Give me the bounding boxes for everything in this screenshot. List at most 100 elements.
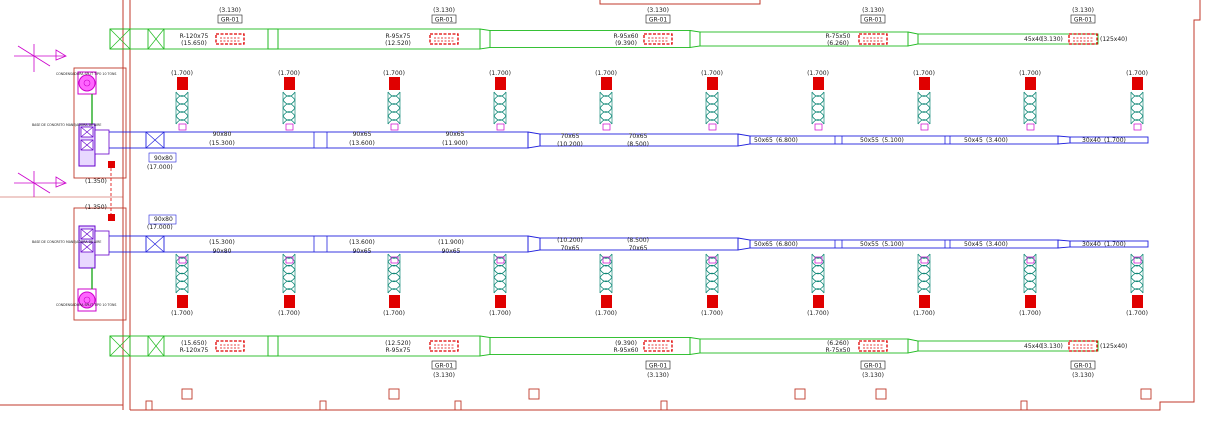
diffuser-flow-label: (1.700) — [807, 310, 829, 317]
return-grille — [1068, 33, 1098, 45]
flex-duct-coil — [917, 284, 931, 294]
flex-duct-coil — [175, 284, 189, 294]
riser-flow-label: (17.000) — [147, 164, 173, 171]
columns — [145, 388, 1152, 411]
flex-duct-coil — [493, 284, 507, 294]
duct-size-label: 50x65 — [754, 137, 773, 144]
flex-duct-coil — [705, 99, 719, 109]
return-plenum — [147, 28, 165, 50]
supply-diffuser — [707, 77, 718, 90]
duct-size-label: R-95x60 — [614, 33, 639, 40]
diffuser-flow-label: (1.700) — [383, 70, 405, 77]
diffuser-flow-label: (1.700) — [1019, 70, 1041, 77]
grille-tag-label: GR-01 — [649, 363, 668, 370]
duct-size-label: R-75x50 — [826, 33, 851, 40]
diffuser-flow-label: (1.700) — [701, 310, 723, 317]
diffuser-flow-label: (1.700) — [595, 310, 617, 317]
flex-duct-coil — [282, 115, 296, 125]
flex-duct-coil — [1023, 115, 1037, 125]
duct-size-label: 90x80 — [213, 131, 232, 138]
flex-duct-coil — [175, 115, 189, 125]
return-duct-segment — [699, 31, 909, 47]
duct-collar — [1133, 256, 1142, 264]
equipment-room-north — [73, 67, 127, 179]
flex-duct-coil — [493, 99, 507, 109]
duct-size-label: 90x65 — [442, 248, 461, 255]
flex-duct-coil — [599, 107, 613, 117]
supply-plenum — [145, 235, 165, 253]
duct-flow-label: (3.130) — [1041, 36, 1063, 43]
duct-size-label: 90x65 — [446, 131, 465, 138]
duct-reducer — [689, 29, 701, 49]
supply-diffuser — [707, 295, 718, 308]
duct-collar — [285, 123, 294, 131]
fan-icon — [78, 291, 96, 309]
flex-duct-coil — [1130, 99, 1144, 109]
flex-duct-coil — [493, 91, 507, 101]
flex-duct-coil — [705, 91, 719, 101]
flex-duct-coil — [493, 261, 507, 270]
flex-duct-coil — [705, 284, 719, 294]
column — [1020, 400, 1028, 411]
flex-duct-coil — [282, 284, 296, 294]
return-duct-segment — [277, 335, 481, 357]
duct-flow-label: (10.200) — [557, 237, 583, 244]
duct-reducer — [1057, 239, 1071, 249]
equipment-label: CONDENSADORA SPLIT TIPO 10 TONS — [56, 303, 116, 307]
flex-duct-coil — [1023, 253, 1037, 263]
duct-flow-label: (15.300) — [209, 239, 235, 246]
flex-duct-coil — [811, 107, 825, 117]
return-plenum — [109, 28, 131, 50]
riser-size-label: 90x80 — [154, 155, 173, 162]
flex-duct-coil — [1130, 261, 1144, 270]
flex-duct-coil — [493, 269, 507, 278]
equipment-label: BASE DE CONCRETO MANEJADORA DE AIRE — [32, 123, 101, 127]
section-line — [17, 45, 51, 67]
flex-duct-coil — [917, 107, 931, 117]
flex-duct-coil — [1130, 253, 1144, 263]
grille-flow-label: (3.130) — [433, 372, 455, 379]
flex-duct-coil — [705, 261, 719, 270]
duct-collar — [390, 256, 399, 264]
duct-collar — [920, 256, 929, 264]
duct-flow-label: (3.400) — [986, 137, 1008, 144]
flex-duct-coil — [1023, 99, 1037, 109]
condenser-unit-bottom — [77, 288, 97, 312]
riser-labels: 90x80 (17.000) (1.350) 90x80 (17.000) (1… — [85, 152, 177, 231]
duct-size-label: 70x65 — [629, 133, 648, 140]
duct-collar — [1026, 256, 1035, 264]
riser-flow-label: (17.000) — [147, 224, 173, 231]
valve-icon — [108, 214, 115, 221]
flex-duct-coil — [493, 253, 507, 263]
flex-duct-coil — [599, 99, 613, 109]
flex-duct-coil — [917, 277, 931, 286]
duct-size-label: R-75x50 — [826, 347, 851, 354]
grille-tag-box — [431, 360, 457, 370]
flex-duct-coil — [917, 91, 931, 101]
flex-duct-coil — [175, 261, 189, 270]
duct-flow-label: (12.520) — [385, 340, 411, 347]
duct-size-label: R-95x75 — [386, 33, 411, 40]
duct-collar — [390, 123, 399, 131]
equipment-label: CONDENSADORA SPLIT TIPO 10 TONS — [56, 72, 116, 76]
equipment-group: CONDENSADORA SPLIT TIPO 10 TONS CONDENSA… — [32, 71, 116, 312]
flex-duct-coil — [599, 91, 613, 101]
flex-duct-coil — [1023, 107, 1037, 117]
return-grille — [215, 340, 245, 352]
duct-size-label: R-95x75 — [386, 347, 411, 354]
supply-diffuser — [177, 77, 188, 90]
duct-flow-label: (13.600) — [349, 239, 375, 246]
grille-tag-box — [217, 14, 243, 24]
duct-size-label: 70x65 — [629, 245, 648, 252]
grille-tag-label: GR-01 — [864, 363, 883, 370]
supply-diffuser — [1025, 295, 1036, 308]
air-handler-top — [78, 94, 110, 167]
flex-duct-coil — [175, 269, 189, 278]
duct-collar — [814, 256, 823, 264]
duct-collar — [178, 123, 187, 131]
return-duct-segment — [917, 340, 1099, 352]
supply-plenum — [145, 131, 165, 149]
duct-collar — [1026, 123, 1035, 131]
riser-mark-label: (1.350) — [85, 204, 107, 211]
flex-duct-coil — [811, 91, 825, 101]
